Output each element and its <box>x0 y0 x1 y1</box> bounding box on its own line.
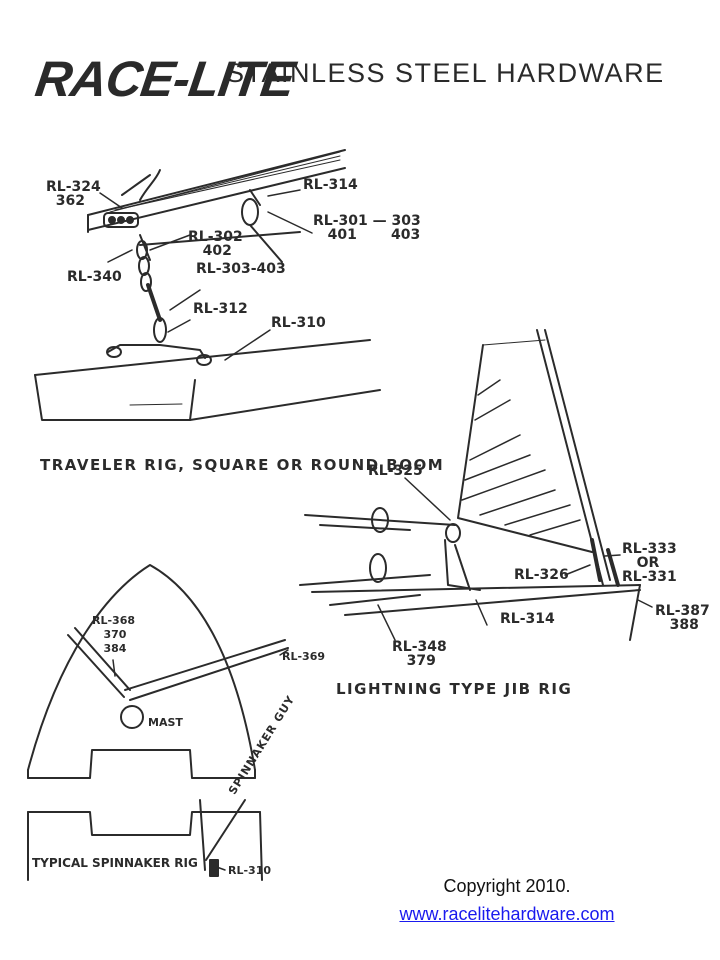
label-rl-314-jib: RL-314 <box>500 611 555 627</box>
label-rl-301: RL-301 — 303 401 403 <box>313 213 421 243</box>
label-rl-333-rl-331: RL-333 OR RL-331 <box>622 541 677 585</box>
label-rl-340: RL-340 <box>67 269 122 285</box>
page-title: STAINLESS STEEL HARDWARE <box>226 58 665 88</box>
label-rl-302: RL-302 402 <box>188 229 243 259</box>
leader-lines <box>99 189 653 871</box>
label-rl-310-spinnaker: RL-310 <box>228 864 272 877</box>
caption-traveler-rig: TRAVELER RIG, SQUARE OR ROUND BOOM <box>40 456 445 474</box>
label-rl-312: RL-312 <box>193 301 248 317</box>
label-rl-303-403: RL-303-403 <box>196 261 286 277</box>
copyright-text: Copyright 2010. <box>443 876 571 896</box>
label-rl-326: RL-326 <box>514 567 569 583</box>
label-rl-369: RL-369 <box>282 650 326 663</box>
caption-spinnaker-rig: TYPICAL SPINNAKER RIG <box>32 856 198 870</box>
label-rl-310-traveler: RL-310 <box>271 315 326 331</box>
caption-jib-rig: LIGHTNING TYPE JIB RIG <box>336 680 573 698</box>
label-rl-314-boom: RL-314 <box>303 177 358 193</box>
label-rl-387: RL-387 388 <box>655 603 710 633</box>
label-rl-368: RL-368 370 384 <box>92 614 136 655</box>
label-rl-348: RL-348 379 <box>392 639 447 669</box>
spinnaker-rig-drawing <box>27 564 289 881</box>
traveler-rig-drawing <box>34 149 381 421</box>
label-mast: MAST <box>148 716 183 729</box>
label-rl-325: RL-325 <box>368 463 423 479</box>
copyright-block: Copyright 2010. www.racelitehardware.com <box>372 872 642 928</box>
label-rl-324: RL-324 362 <box>46 179 101 209</box>
website-link[interactable]: www.racelitehardware.com <box>399 904 615 924</box>
jib-rig-drawing <box>299 329 641 641</box>
